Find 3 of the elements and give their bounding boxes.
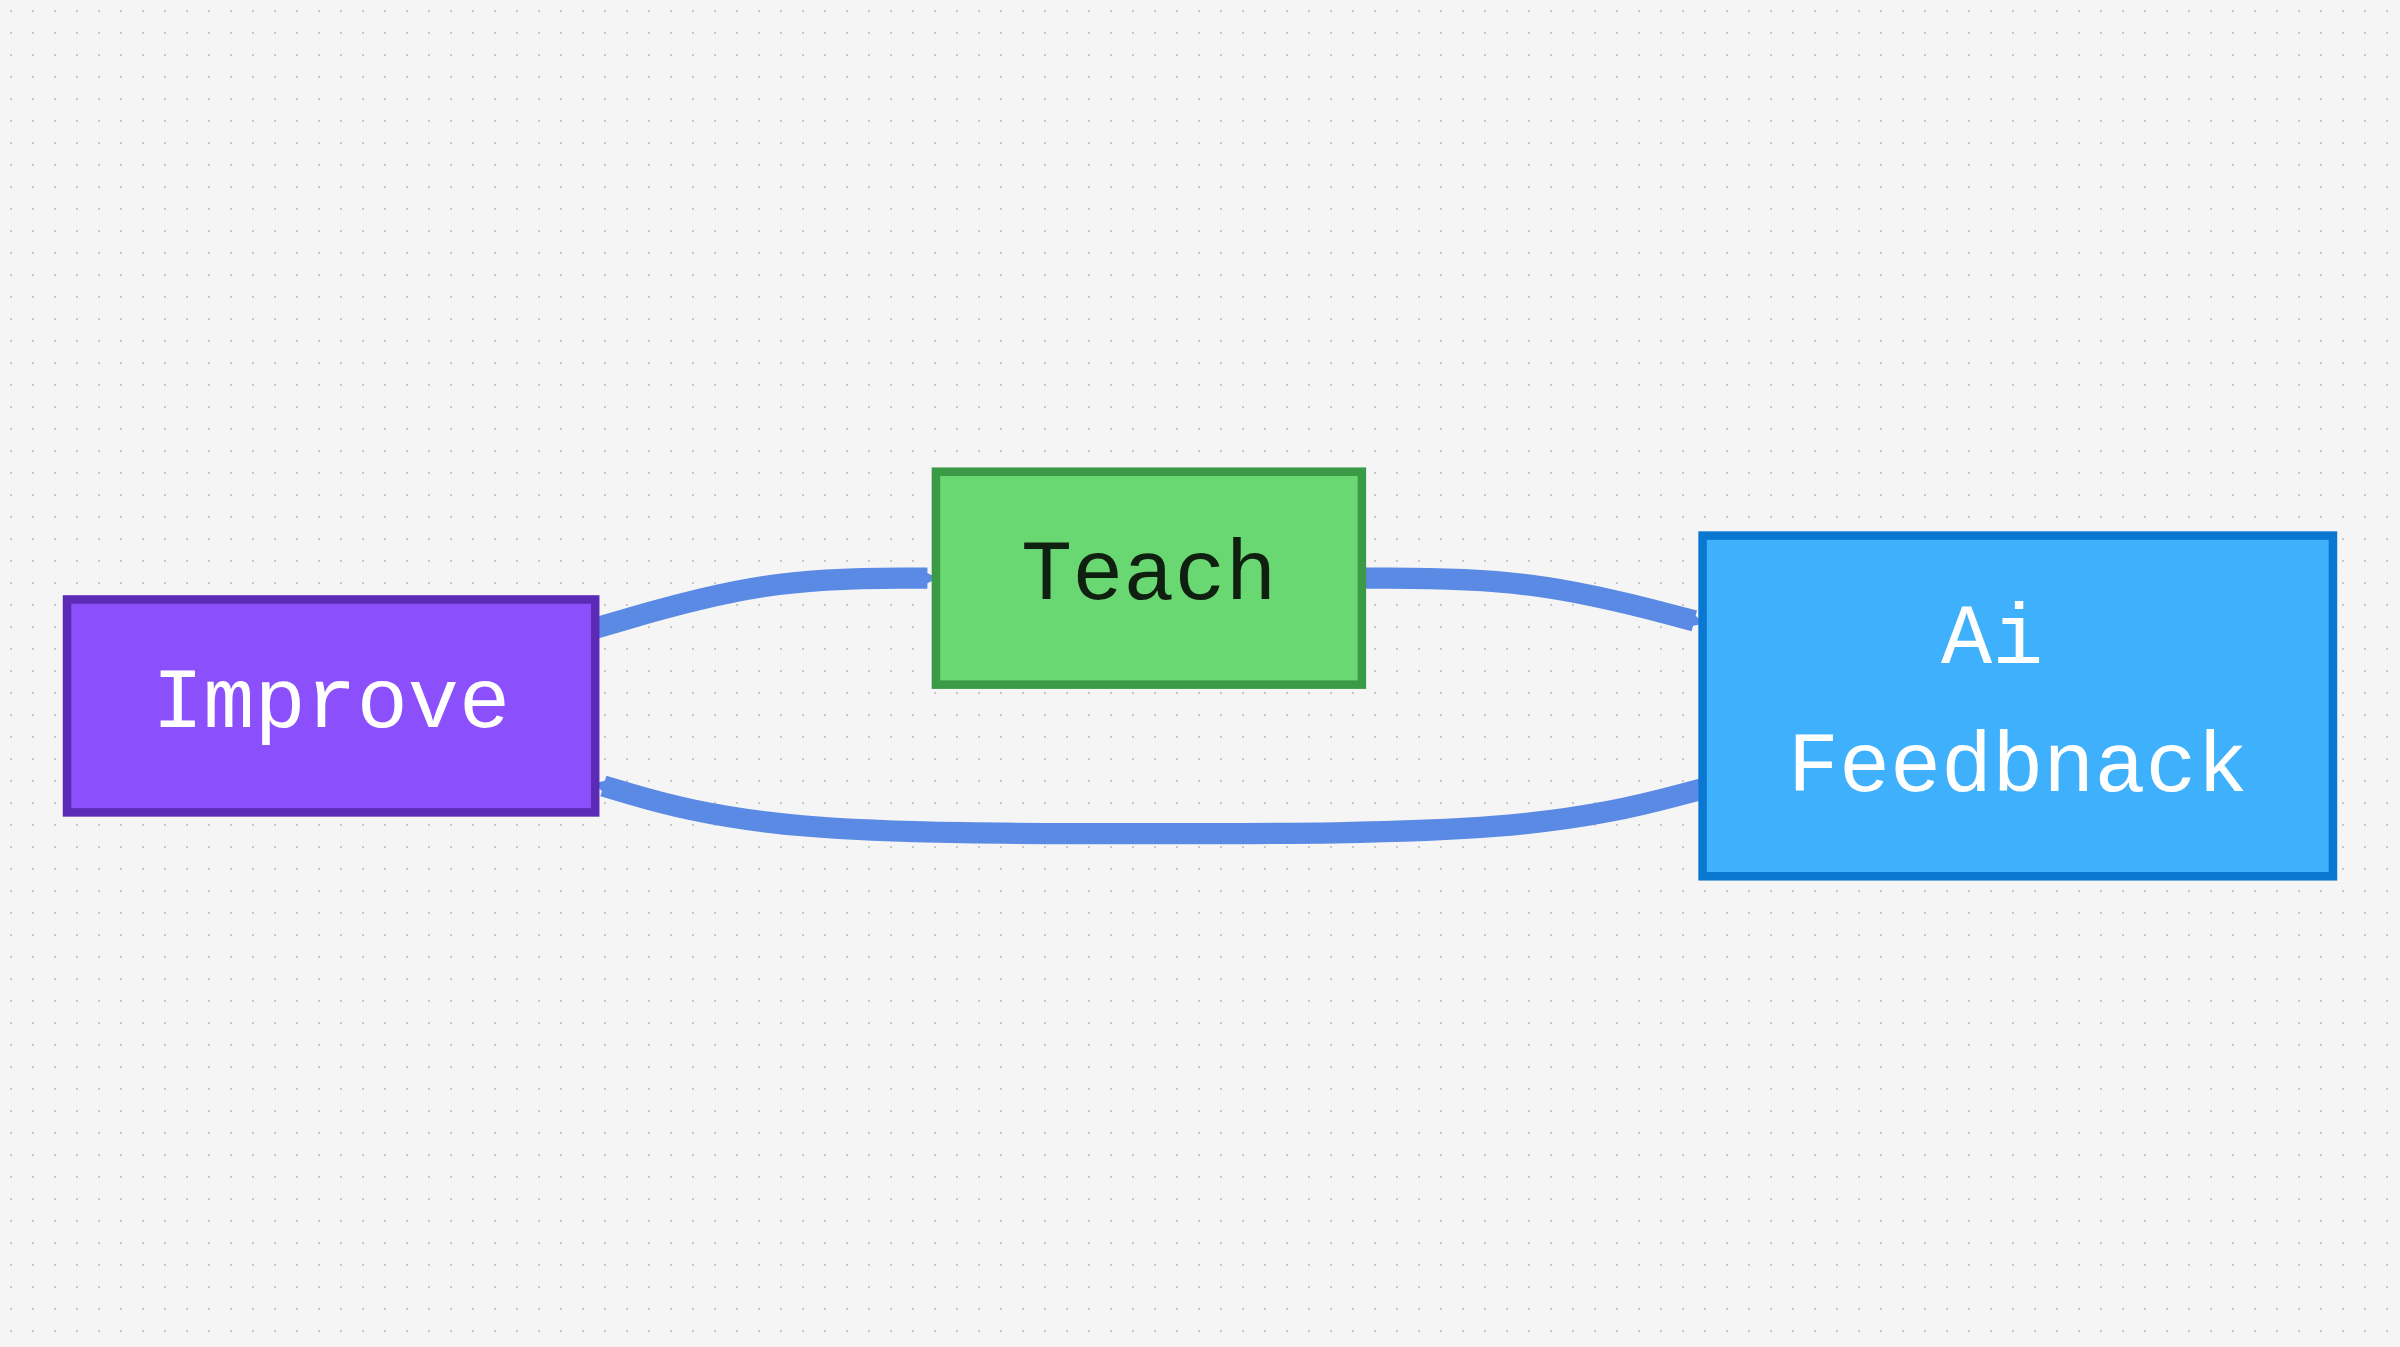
node-box: Improve [62,594,600,817]
node-box: Teach [931,466,1367,689]
node-box: Ai Feedbnack [1698,530,2338,881]
